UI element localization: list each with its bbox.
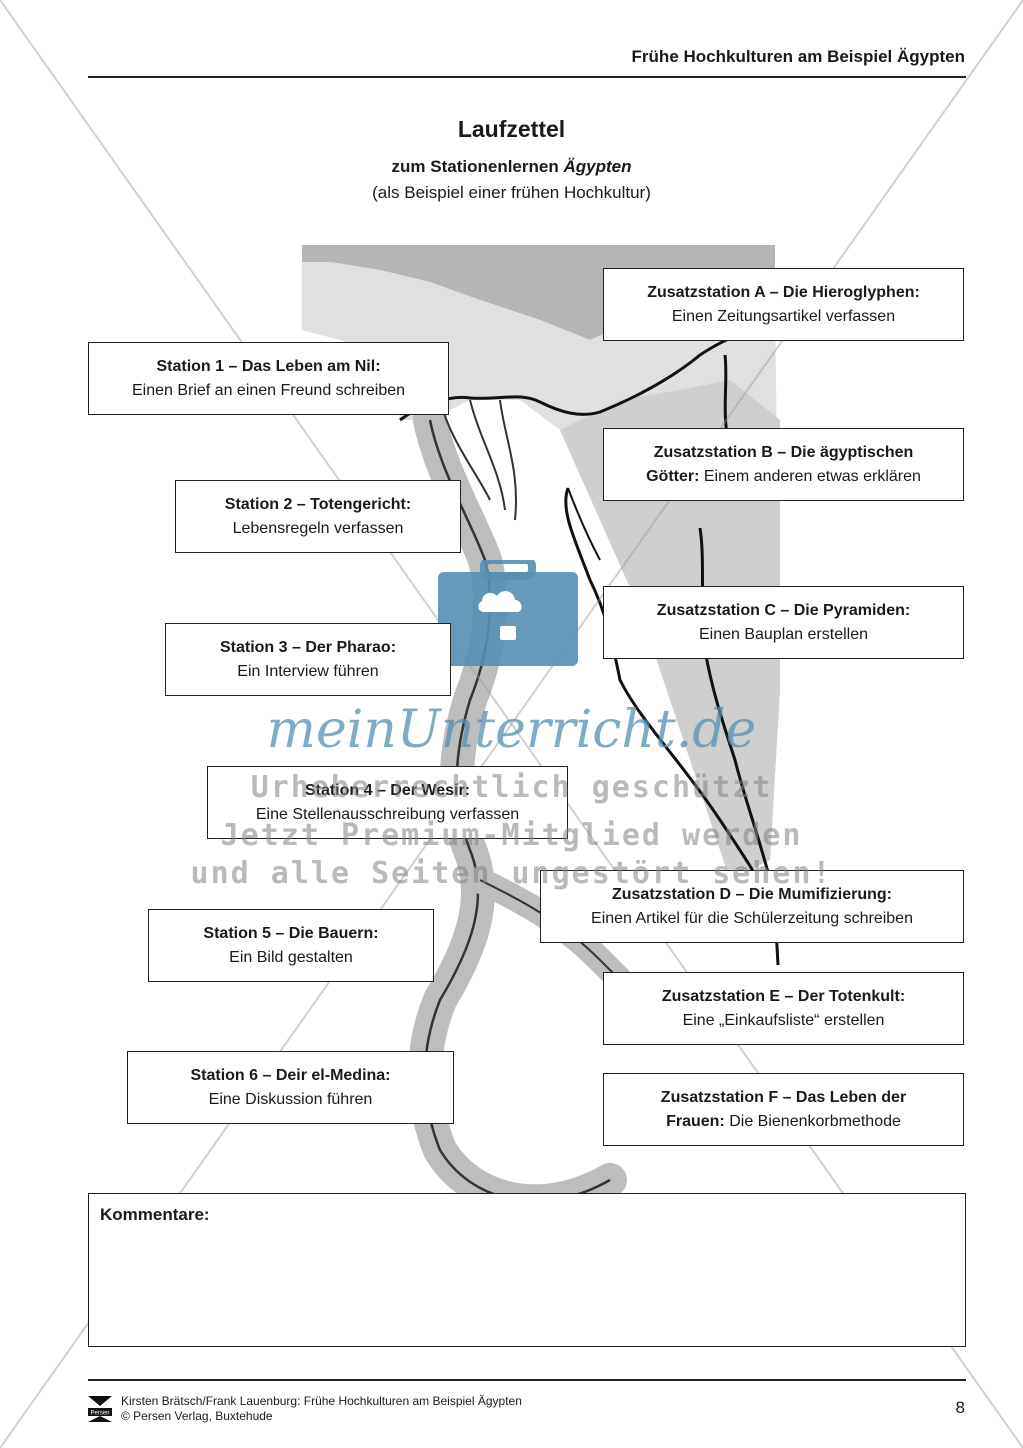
station-1-title: Station 1 – Das Leben am Nil:: [156, 357, 381, 375]
comments-box[interactable]: Kommentare:: [88, 1193, 966, 1347]
page-number: 8: [955, 1398, 965, 1417]
extra-station-c-title: Zusatzstation C – Die Pyramiden:: [656, 601, 911, 619]
station-5-box: Station 5 – Die Bauern: Ein Bild gestalt…: [148, 909, 434, 982]
watermark-line-2: Jetzt Premium-Mitglied werden: [220, 818, 803, 853]
extra-station-a-title: Zusatzstation A – Die Hieroglyphen:: [647, 283, 920, 301]
extra-station-e-title: Zusatzstation E – Der Totenkult:: [661, 987, 906, 1005]
station-5-title: Station 5 – Die Bauern:: [203, 924, 379, 942]
comments-label: Kommentare:: [100, 1205, 210, 1224]
extra-station-f-task-line: Frauen: Die Bienenkorbmethode: [666, 1112, 901, 1130]
watermark-line-3: und alle Seiten ungestört sehen!: [190, 856, 833, 891]
station-4-box: Station 4 – Der Wesir: Eine Stellenaussc…: [207, 766, 568, 839]
station-6-box: Station 6 – Deir el-Medina: Eine Diskuss…: [127, 1051, 454, 1124]
svg-text:Persen: Persen: [90, 1411, 109, 1417]
extra-station-c-task: Einen Bauplan erstellen: [698, 625, 868, 643]
publisher-logo-icon: Persen: [88, 1396, 112, 1422]
extra-station-d-box: Zusatzstation D – Die Mumifizierung: Ein…: [540, 870, 964, 943]
station-2-title: Station 2 – Totengericht:: [224, 495, 412, 513]
station-1-task: Einen Brief an einen Freund schreiben: [131, 381, 406, 399]
footer-copyright: © Persen Verlag, Buxtehude: [121, 1409, 273, 1423]
document-subtitle-2: (als Beispiel einer frühen Hochkultur): [372, 183, 651, 202]
extra-station-b-task-line: Götter: Einem anderen etwas erklären: [646, 467, 921, 485]
extra-station-a-task: Einen Zeitungsartikel verfassen: [671, 307, 896, 325]
extra-station-b-title: Zusatzstation B – Die ägyptischen: [653, 443, 914, 461]
station-6-task: Eine Diskussion führen: [208, 1090, 373, 1108]
station-4-title: Station 4 – Der Wesir:: [304, 781, 471, 799]
running-header: Frühe Hochkulturen am Beispiel Ägypten: [631, 47, 965, 66]
document-subtitle: zum Stationenlernen Ägypten: [391, 157, 632, 176]
station-3-box: Station 3 – Der Pharao: Ein Interview fü…: [165, 623, 451, 696]
footer-authors: Kirsten Brätsch/Frank Lauenburg: Frühe H…: [121, 1394, 522, 1408]
extra-station-e-task: Eine „Einkaufsliste“ erstellen: [682, 1011, 885, 1029]
station-2-task: Lebensregeln verfassen: [232, 519, 404, 537]
watermark-line-1: Urheberrechtlich geschützt: [250, 770, 773, 805]
station-5-task: Ein Bild gestalten: [229, 948, 353, 966]
extra-station-e-box: Zusatzstation E – Der Totenkult: Eine „E…: [603, 972, 964, 1045]
briefcase-watermark-icon: [438, 560, 578, 666]
document-title: Laufzettel: [457, 116, 566, 142]
station-6-title: Station 6 – Deir el-Medina:: [190, 1066, 391, 1084]
station-4-task: Eine Stellenausschreibung verfassen: [255, 805, 520, 823]
extra-station-b-box: Zusatzstation B – Die ägyptischen Götter…: [603, 428, 964, 501]
extra-station-d-task: Einen Artikel für die Schülerzeitung sch…: [591, 909, 913, 927]
station-3-task: Ein Interview führen: [237, 662, 379, 680]
extra-station-f-box: Zusatzstation F – Das Leben der Frauen: …: [603, 1073, 964, 1146]
station-1-box: Station 1 – Das Leben am Nil: Einen Brie…: [88, 342, 449, 415]
watermark-brand: meinUnterricht.de: [266, 700, 757, 760]
extra-station-f-title: Zusatzstation F – Das Leben der: [660, 1088, 907, 1106]
extra-station-d-title: Zusatzstation D – Die Mumifizierung:: [611, 885, 892, 903]
header-rule: [88, 76, 966, 78]
extra-station-c-box: Zusatzstation C – Die Pyramiden: Einen B…: [603, 586, 964, 659]
station-3-title: Station 3 – Der Pharao:: [219, 638, 397, 656]
station-2-box: Station 2 – Totengericht: Lebensregeln v…: [175, 480, 461, 553]
footer-credits: Kirsten Brätsch/Frank Lauenburg: Frühe H…: [121, 1394, 522, 1424]
extra-station-a-box: Zusatzstation A – Die Hieroglyphen: Eine…: [603, 268, 964, 341]
footer-rule: [88, 1379, 966, 1381]
